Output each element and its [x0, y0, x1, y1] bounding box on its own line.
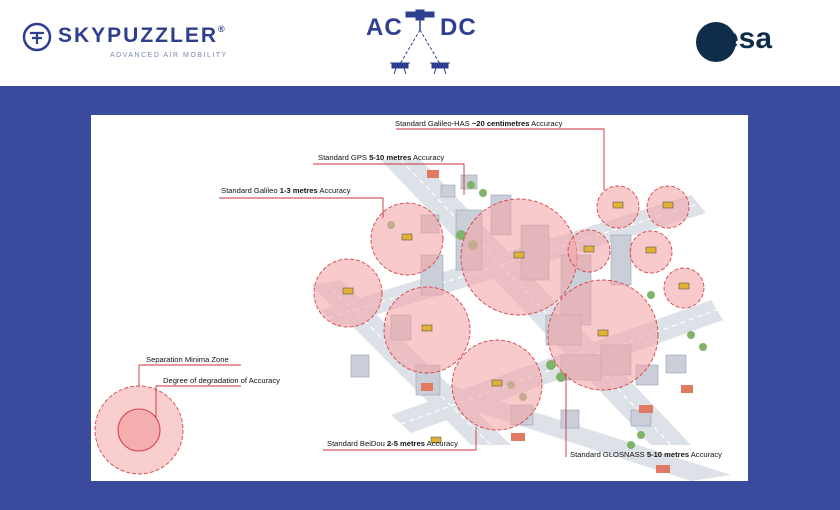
esa-circle-icon: [696, 22, 736, 62]
label-galileo-has: Standard Galileo-HAS ~20 centimetres Acc…: [395, 119, 563, 128]
legend-separation-label: Separation Minima Zone: [146, 355, 229, 364]
label-galileo: Standard Galileo 1-3 metres Accuracy: [221, 186, 351, 195]
legend-zone-graphic: [94, 385, 184, 475]
acdc-dc-text: DC: [440, 14, 477, 41]
gnss-accuracy-diagram: Standard Galileo-HAS ~20 centimetres Acc…: [91, 115, 748, 481]
satellite-drone-icon: [390, 9, 450, 75]
label-glonass: Standard GLOSNASS 5-10 metres Accuracy: [570, 450, 722, 459]
legend-degradation-label: Degree of degradation of Accuracy: [163, 376, 280, 385]
label-beidou: Standard BeiDou 2-5 metres Accuracy: [327, 439, 458, 448]
header-bar: SKYPUZZLER® ADVANCED AIR MOBILITY A: [0, 0, 840, 86]
skypuzzler-wordmark: SKYPUZZLER®: [58, 24, 227, 47]
esa-wordmark: esa: [722, 22, 773, 55]
leader-lines: [138, 128, 605, 457]
acdc-ac-text: AC: [366, 14, 403, 41]
city-illustration: [94, 128, 731, 481]
acdc-logo[interactable]: AC DC: [360, 6, 480, 82]
skypuzzler-logo[interactable]: SKYPUZZLER® ADVANCED AIR MOBILITY: [22, 18, 242, 66]
drone-icons: [342, 201, 690, 444]
esa-logo[interactable]: esa: [696, 20, 820, 66]
skypuzzler-mark-icon: [22, 22, 52, 52]
roofs: [421, 170, 693, 473]
skypuzzler-tagline: ADVANCED AIR MOBILITY: [110, 52, 228, 59]
label-gps: Standard GPS 5-10 metres Accuracy: [318, 153, 445, 162]
